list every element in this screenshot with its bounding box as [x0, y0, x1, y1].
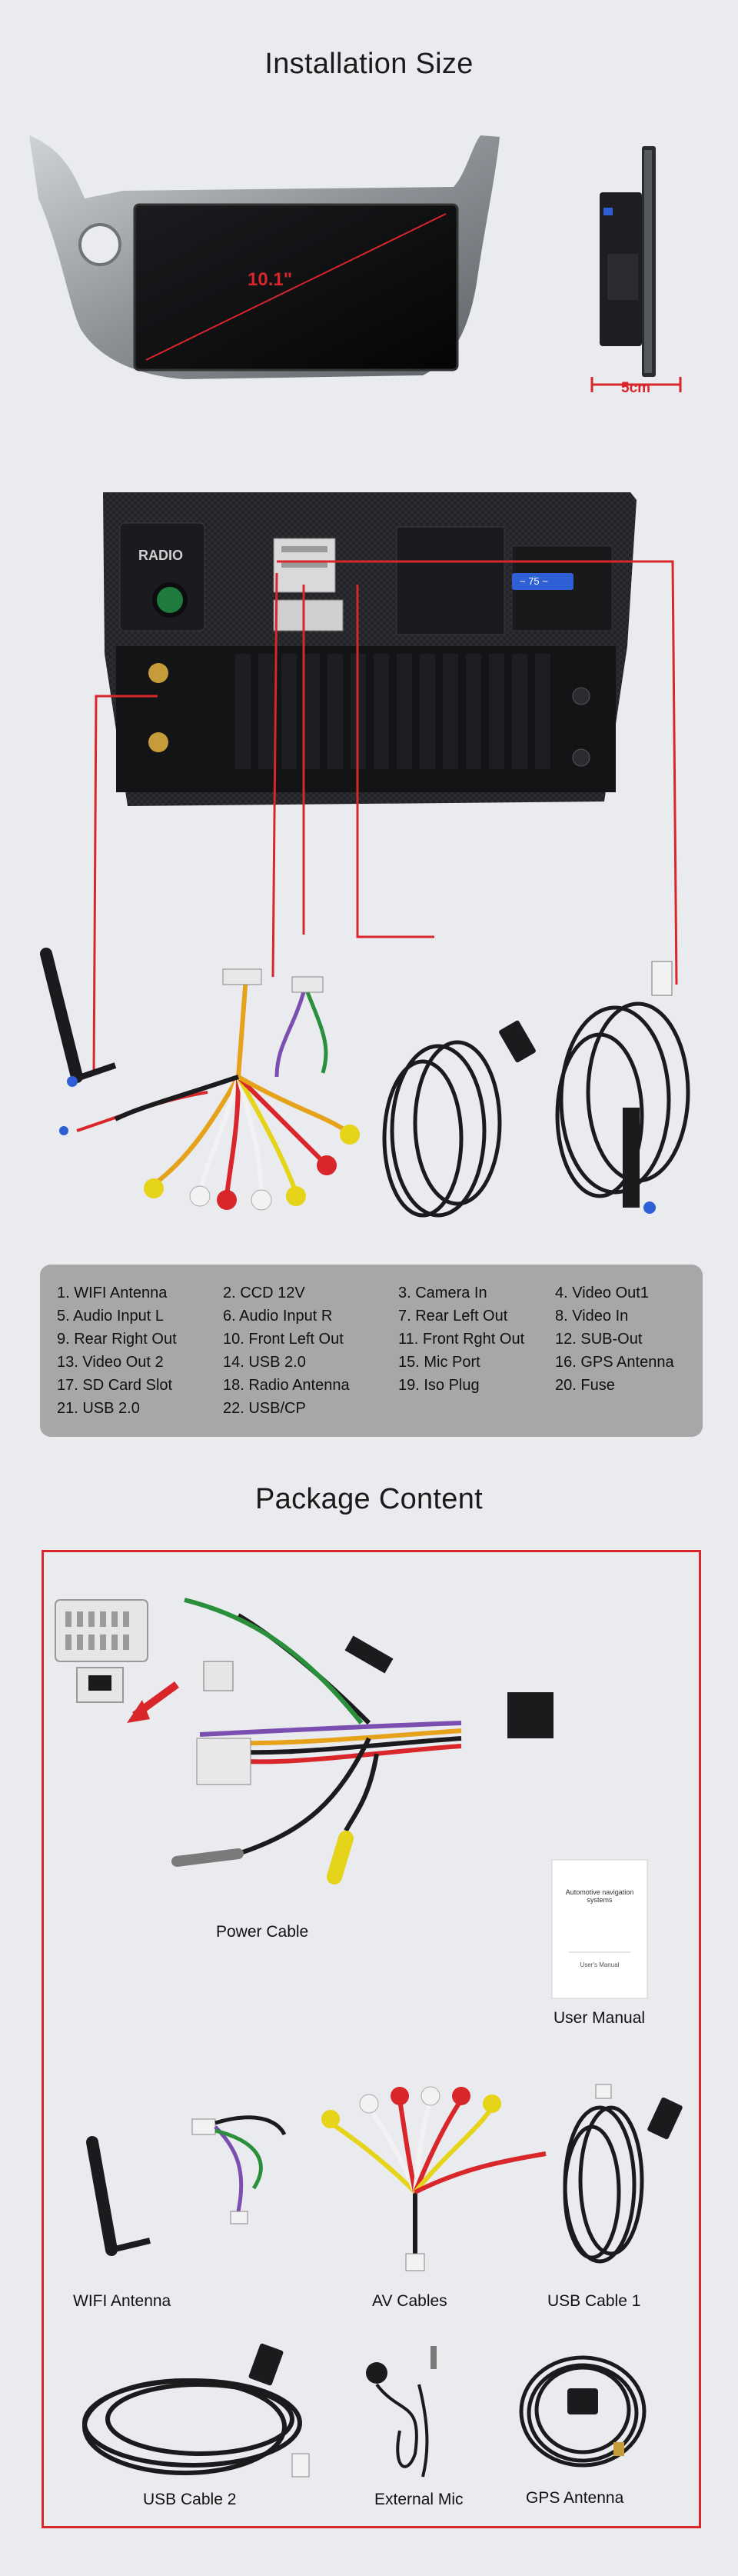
user-manual-image: [551, 1859, 648, 1999]
legend-item: 9. Rear Right Out: [57, 1331, 177, 1348]
legend-column-1: 1. WIFI Antenna 5. Audio Input L 9. Rear…: [57, 1281, 177, 1420]
legend-item: 15. Mic Port: [398, 1354, 480, 1371]
legend-item: 6. Audio Input R: [223, 1308, 333, 1325]
av-cables-caption: AV Cables: [372, 2292, 447, 2310]
legend-item: 12. SUB-Out: [555, 1331, 643, 1348]
legend-item: 8. Video In: [555, 1308, 629, 1325]
external-mic-caption: External Mic: [374, 2491, 464, 2508]
legend-column-4: 4. Video Out1 8. Video In 12. SUB-Out 16…: [555, 1281, 674, 1397]
device-back-image: [103, 492, 637, 806]
power-cable-caption: Power Cable: [216, 1923, 309, 1941]
legend-item: 10. Front Left Out: [223, 1331, 344, 1348]
screen-size-label: 10.1": [248, 269, 293, 290]
legend-item: 14. USB 2.0: [223, 1354, 306, 1371]
usb-cable-2-image: [82, 2343, 310, 2478]
installation-size-title: Installation Size: [264, 48, 474, 80]
camera-cable-image: [191, 2115, 287, 2224]
legend-item: 11. Front Rght Out: [398, 1331, 525, 1348]
package-content-title: Package Content: [254, 1483, 484, 1515]
av-cables-image: [321, 2086, 547, 2271]
wifi-antenna-image: [86, 2136, 151, 2256]
package-content-frame: [42, 1550, 701, 2528]
legend-item: 3. Camera In: [398, 1285, 487, 1301]
connector-lines: [92, 560, 678, 1076]
usb-cable-2-caption: USB Cable 2: [143, 2491, 237, 2508]
legend-item: 7. Rear Left Out: [398, 1308, 508, 1325]
legend-item: 5. Audio Input L: [57, 1308, 165, 1325]
connector-legend: 1. WIFI Antenna 5. Audio Input L 9. Rear…: [40, 1265, 703, 1437]
manual-cover-title: Automotive navigation systems: [565, 1888, 634, 1904]
legend-item: 16. GPS Antenna: [555, 1354, 674, 1371]
usb-cable-1-image: [563, 2084, 683, 2264]
legend-item: 18. Radio Antenna: [223, 1377, 350, 1394]
legend-item: 20. Fuse: [555, 1377, 615, 1394]
depth-label: 5cm: [621, 380, 651, 396]
gps-antenna-image: [519, 2355, 647, 2468]
manual-cover-subtitle: User's Manual: [580, 1961, 620, 1968]
wifi-antenna-caption: WIFI Antenna: [73, 2292, 171, 2310]
legend-item: 13. Video Out 2: [57, 1354, 164, 1371]
cable-bundle-image: [40, 948, 690, 1218]
external-mic-image: [366, 2346, 437, 2478]
head-unit-front-image: [29, 135, 500, 379]
legend-item: 1. WIFI Antenna: [57, 1285, 168, 1301]
legend-item: 2. CCD 12V: [223, 1285, 305, 1301]
usb-cable-1-caption: USB Cable 1: [547, 2292, 641, 2310]
legend-column-3: 3. Camera In 7. Rear Left Out 11. Front …: [398, 1281, 524, 1397]
legend-item: 17. SD Card Slot: [57, 1377, 173, 1394]
gps-antenna-caption: GPS Antenna: [526, 2489, 624, 2507]
head-unit-side-image: [590, 146, 682, 392]
legend-column-2: 2. CCD 12V 6. Audio Input R 10. Front Le…: [223, 1281, 350, 1420]
legend-item: 4. Video Out1: [555, 1285, 649, 1301]
power-cable-image: [55, 1598, 554, 1885]
legend-item: 19. Iso Plug: [398, 1377, 480, 1394]
radio-label: RADIO: [138, 548, 183, 563]
legend-item: 22. USB/CP: [223, 1400, 306, 1417]
user-manual-caption: User Manual: [554, 2009, 646, 2027]
device-badge: ~ 75 ~: [520, 575, 548, 587]
legend-item: 21. USB 2.0: [57, 1400, 140, 1417]
